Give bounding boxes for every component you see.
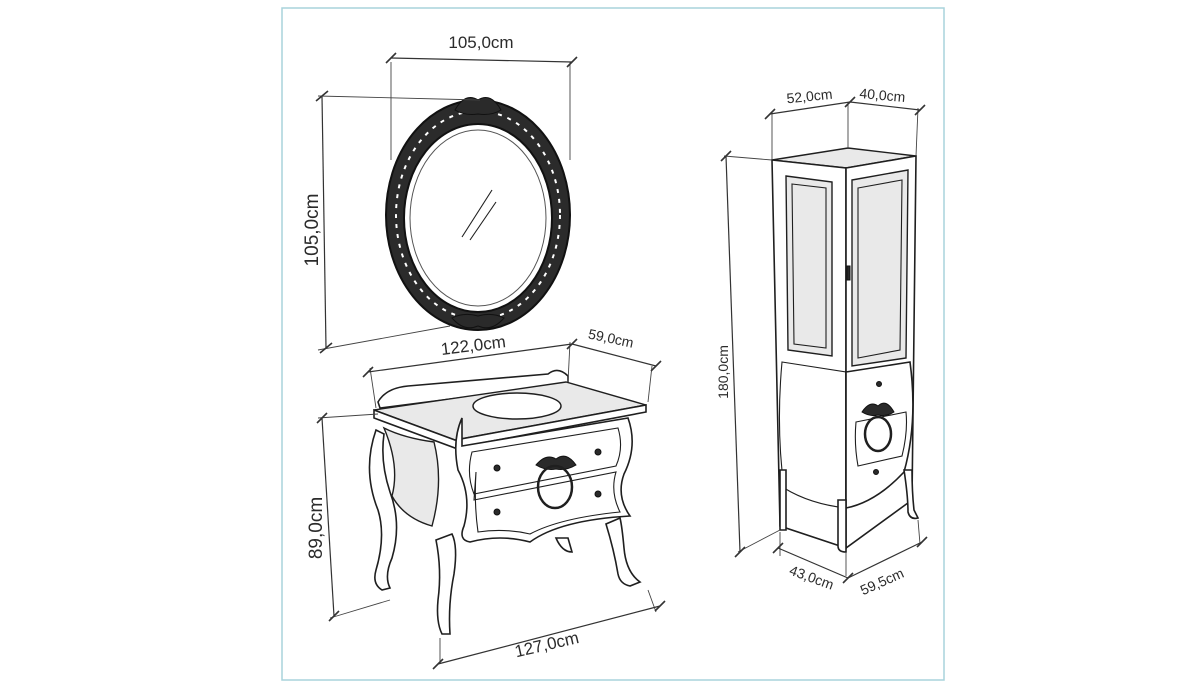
- dimension-tick: [316, 412, 328, 424]
- drawer-knob: [594, 490, 602, 498]
- vanity-side-panel: [382, 426, 440, 527]
- vanity-top-depth-dimension-line: [571, 343, 657, 367]
- vanity-base-width-label: 127,0cm: [513, 628, 581, 661]
- vanity-top-drawer: [468, 427, 622, 495]
- vanity-top-width-extension-right: [567, 341, 571, 383]
- tall-top-width-dimension-line: [769, 101, 851, 115]
- tall-cabinet-side-glass: [785, 175, 833, 357]
- dimension-tick: [328, 610, 340, 622]
- vanity-sink: [472, 392, 562, 420]
- vanity-countertop-edge: [373, 404, 647, 449]
- tall-base-depth-dimension-line: [847, 541, 923, 579]
- vanity-height-dimension-line: [321, 417, 335, 617]
- dimension-tick: [315, 90, 329, 102]
- dimension-tick: [650, 360, 662, 372]
- dimension-tick: [654, 600, 666, 612]
- vanity-height-extension-top: [317, 413, 379, 419]
- tall-base-width-label: 43,0cm: [787, 562, 836, 593]
- tall-cabinet-glass-door: [851, 169, 909, 367]
- mirror-height-extension-bottom: [317, 325, 451, 351]
- tall-cabinet-lower-drawer: [854, 411, 908, 467]
- tall-top-width-label: 52,0cm: [786, 86, 833, 107]
- tall-height-dimension-line: [725, 155, 741, 553]
- dimension-tick: [385, 52, 397, 64]
- mirror: 105,0cm 105,0cm: [302, 33, 578, 354]
- drawer-knob: [594, 448, 602, 456]
- tall-base-depth-extension: [917, 519, 921, 545]
- vanity-center-foot: [554, 537, 574, 553]
- mirror-width-dimension-line: [390, 57, 573, 63]
- vanity-top-depth-extension: [647, 365, 653, 403]
- tall-top-depth-extension: [915, 107, 919, 157]
- tall-base-width-dimension-line: [777, 547, 849, 579]
- vanity-height-extension-bottom: [329, 599, 391, 619]
- vanity-leg-front-right: [605, 516, 642, 587]
- vanity-ring-handle: [536, 464, 574, 510]
- vanity-base-width-extension-right: [647, 589, 657, 613]
- dimension-tick: [566, 56, 578, 68]
- mirror-bottom-crest: [451, 313, 505, 329]
- tall-cabinet-handle-crest: [861, 402, 895, 417]
- vanity-leg-front-left: [435, 532, 457, 635]
- drawer-knob: [873, 469, 879, 475]
- vanity-bottom-drawer: [473, 471, 621, 535]
- vanity-cabinet: 122,0cm 59,0cm 89,0cm 127,0cm: [306, 326, 666, 670]
- dimension-tick: [772, 542, 784, 554]
- dimension-tick: [734, 546, 746, 558]
- dimension-tick: [319, 342, 333, 354]
- mirror-glare-line: [461, 189, 493, 238]
- mirror-glare-line: [469, 201, 497, 241]
- dimension-tick: [720, 150, 732, 162]
- drawer-knob: [876, 381, 882, 387]
- mirror-height-label: 105,0cm: [302, 194, 323, 267]
- tall-cabinet-leg: [903, 469, 920, 520]
- dimension-tick: [764, 108, 776, 120]
- vanity-top-depth-label: 59,0cm: [587, 326, 635, 351]
- drawing-frame: [281, 7, 945, 681]
- vanity-leg-back-left: [368, 428, 398, 591]
- mirror-width-label: 105,0cm: [448, 33, 513, 52]
- mirror-top-crest: [454, 97, 502, 115]
- dimension-tick: [916, 536, 928, 548]
- tall-height-extension-bottom: [737, 529, 781, 553]
- tall-height-extension-top: [723, 155, 773, 161]
- vanity-height-label: 89,0cm: [306, 497, 327, 559]
- tall-cabinet-ring-handle: [863, 415, 893, 453]
- tall-cabinet-side-glass-inner: [791, 183, 827, 349]
- tall-height-label: 180,0cm: [715, 345, 731, 399]
- drawer-knob: [493, 508, 501, 516]
- mirror-glass: [409, 129, 547, 307]
- mirror-height-dimension-line: [321, 95, 327, 349]
- dimension-tick: [914, 104, 926, 116]
- tall-cabinet-leg: [837, 499, 847, 553]
- tall-cabinet-glass-door-inner: [857, 179, 903, 359]
- mirror-frame-ornament: [395, 110, 561, 320]
- vanity-base-width-dimension-line: [437, 605, 661, 665]
- mirror-height-extension-top: [317, 95, 481, 101]
- tall-top-depth-dimension-line: [849, 101, 921, 111]
- drawer-knob: [493, 464, 501, 472]
- tall-top-depth-label: 40,0cm: [859, 85, 906, 105]
- vanity-top-width-extension-left: [369, 367, 377, 409]
- dimension-tick: [362, 366, 374, 378]
- dimension-tick: [432, 658, 444, 670]
- vanity-handle-crest: [535, 455, 577, 470]
- vanity-top-width-dimension-line: [367, 343, 573, 373]
- tall-cabinet: 52,0cm 40,0cm 180,0cm 43,0cm 59,5cm: [715, 85, 928, 598]
- tall-cabinet-leg: [779, 469, 787, 531]
- tall-cabinet-door-knob: [846, 265, 851, 281]
